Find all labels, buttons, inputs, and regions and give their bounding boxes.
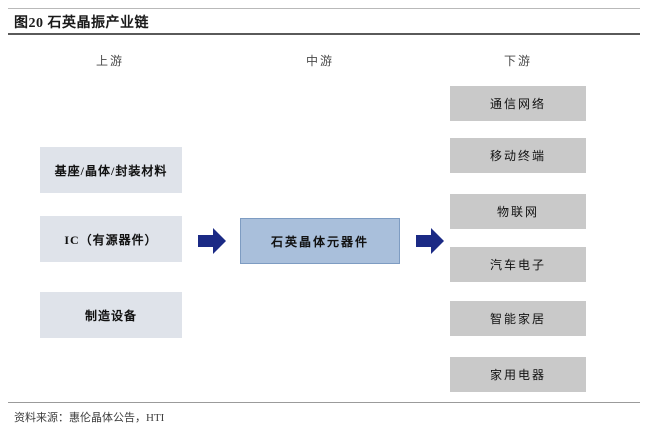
downstream-node-home-appliances: 家用电器 [450,357,586,392]
arrow-right-icon-upstream-to-midstream [196,226,228,256]
top-divider [8,8,640,9]
downstream-node-mobile-terminal: 移动终端 [450,138,586,173]
column-header-midstream: 中游 [305,54,334,68]
column-header-upstream: 上游 [95,54,124,68]
footer-divider [8,402,640,403]
downstream-node-automotive-electronics: 汽车电子 [450,247,586,282]
upstream-node-manufacturing-equipment: 制造设备 [40,292,182,338]
source-note: 资料来源：惠伦晶体公告，HTI [14,412,165,424]
column-header-downstream: 下游 [503,54,532,68]
downstream-node-smart-home: 智能家居 [450,301,586,336]
figure-title: 图20 石英晶振产业链 [14,16,149,31]
midstream-node-quartz-crystal-components: 石英晶体元器件 [240,218,400,264]
downstream-node-communication-network: 通信网络 [450,86,586,121]
upstream-node-ic-active-components: IC（有源器件） [40,216,182,262]
upstream-node-substrate-crystal-packaging: 基座/晶体/封装材料 [40,147,182,193]
arrow-right-icon-midstream-to-downstream [414,226,446,256]
title-divider [8,33,640,35]
downstream-node-iot: 物联网 [450,194,586,229]
